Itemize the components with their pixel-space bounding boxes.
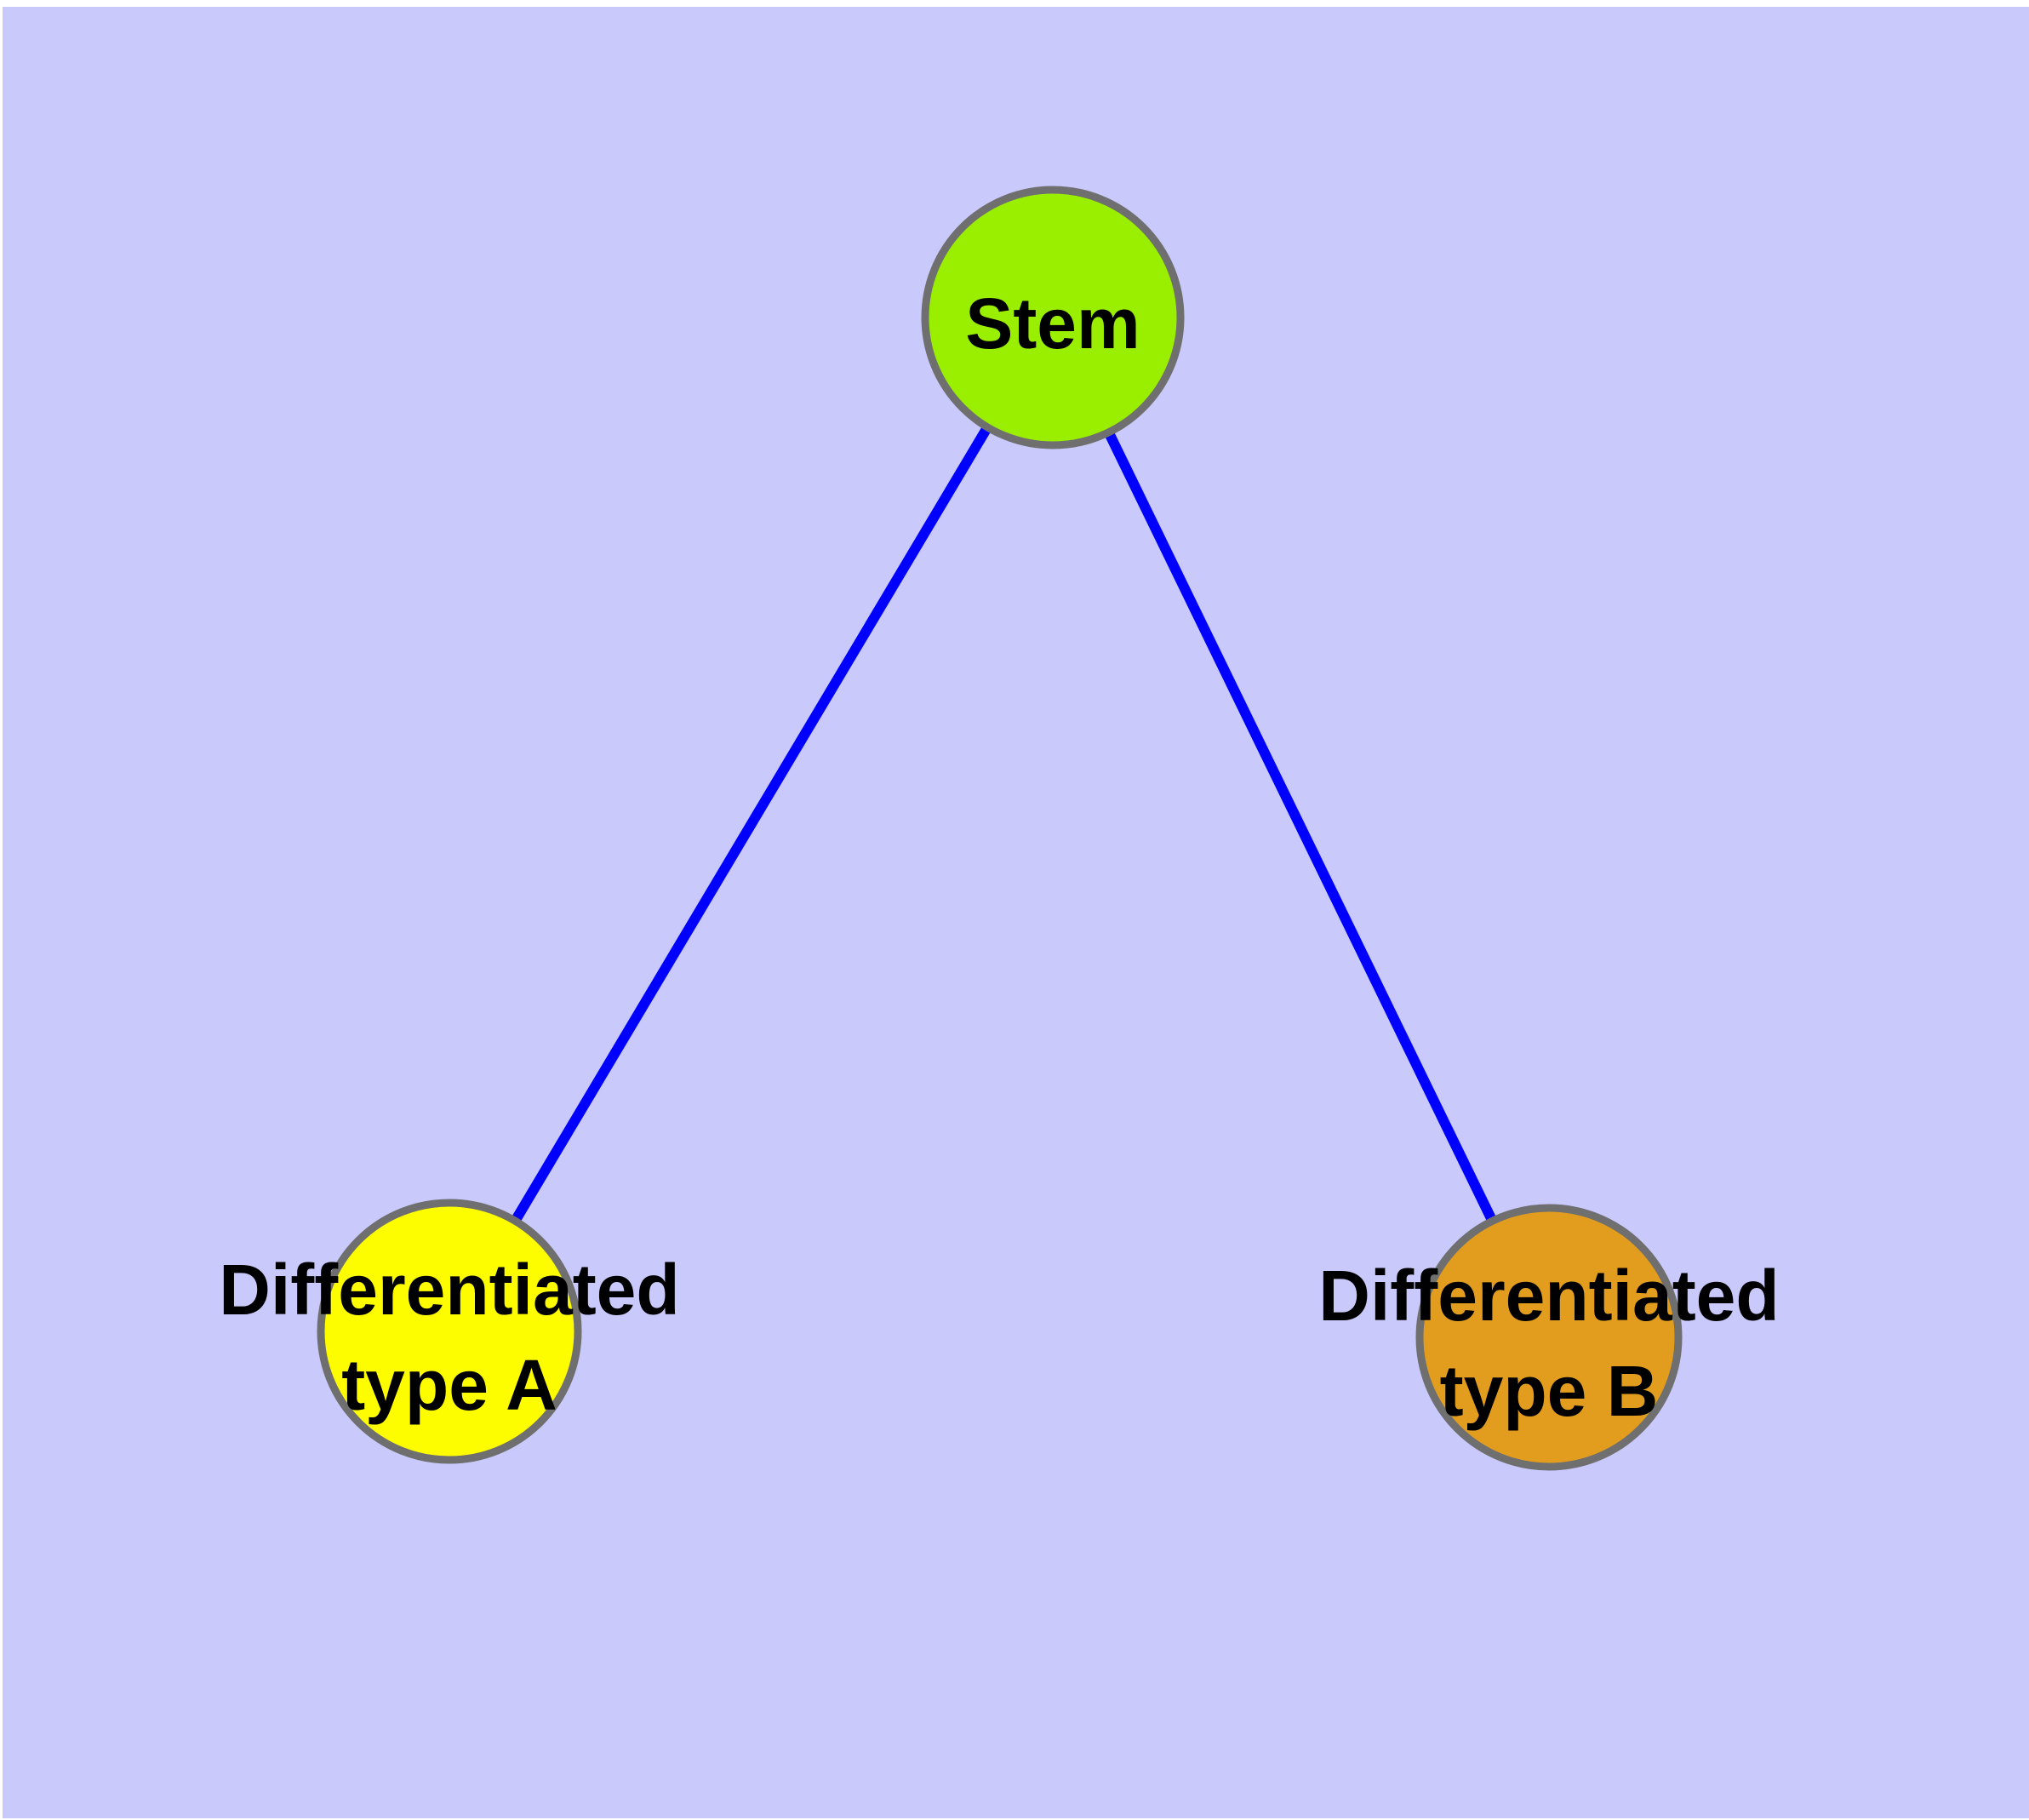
node-label-line: type A — [341, 1345, 557, 1425]
node-label-stem: Stem — [965, 283, 1140, 363]
nodes-layer — [317, 186, 1683, 1471]
node-label-line: type B — [1440, 1351, 1659, 1431]
edge-stem-to-differentiated-type-b — [1048, 315, 1554, 1340]
node-differentiated-type-a — [317, 1199, 582, 1464]
node-circle-differentiated-type-b — [1415, 1204, 1683, 1471]
node-circle-differentiated-type-a — [317, 1199, 582, 1464]
node-label-differentiated-type-b: Differentiated type B — [1318, 1256, 1779, 1431]
node-stem — [921, 186, 1185, 449]
node-circle-stem — [921, 186, 1185, 449]
node-label-line: Differentiated — [1318, 1256, 1779, 1336]
edge-stem-to-differentiated-type-a — [444, 314, 1058, 1335]
node-label-line: Differentiated — [219, 1250, 679, 1330]
edges-layer — [444, 314, 1554, 1340]
node-label-differentiated-type-a: Differentiated type A — [219, 1250, 679, 1425]
node-differentiated-type-b — [1415, 1204, 1683, 1471]
node-label-line: Stem — [965, 283, 1140, 363]
